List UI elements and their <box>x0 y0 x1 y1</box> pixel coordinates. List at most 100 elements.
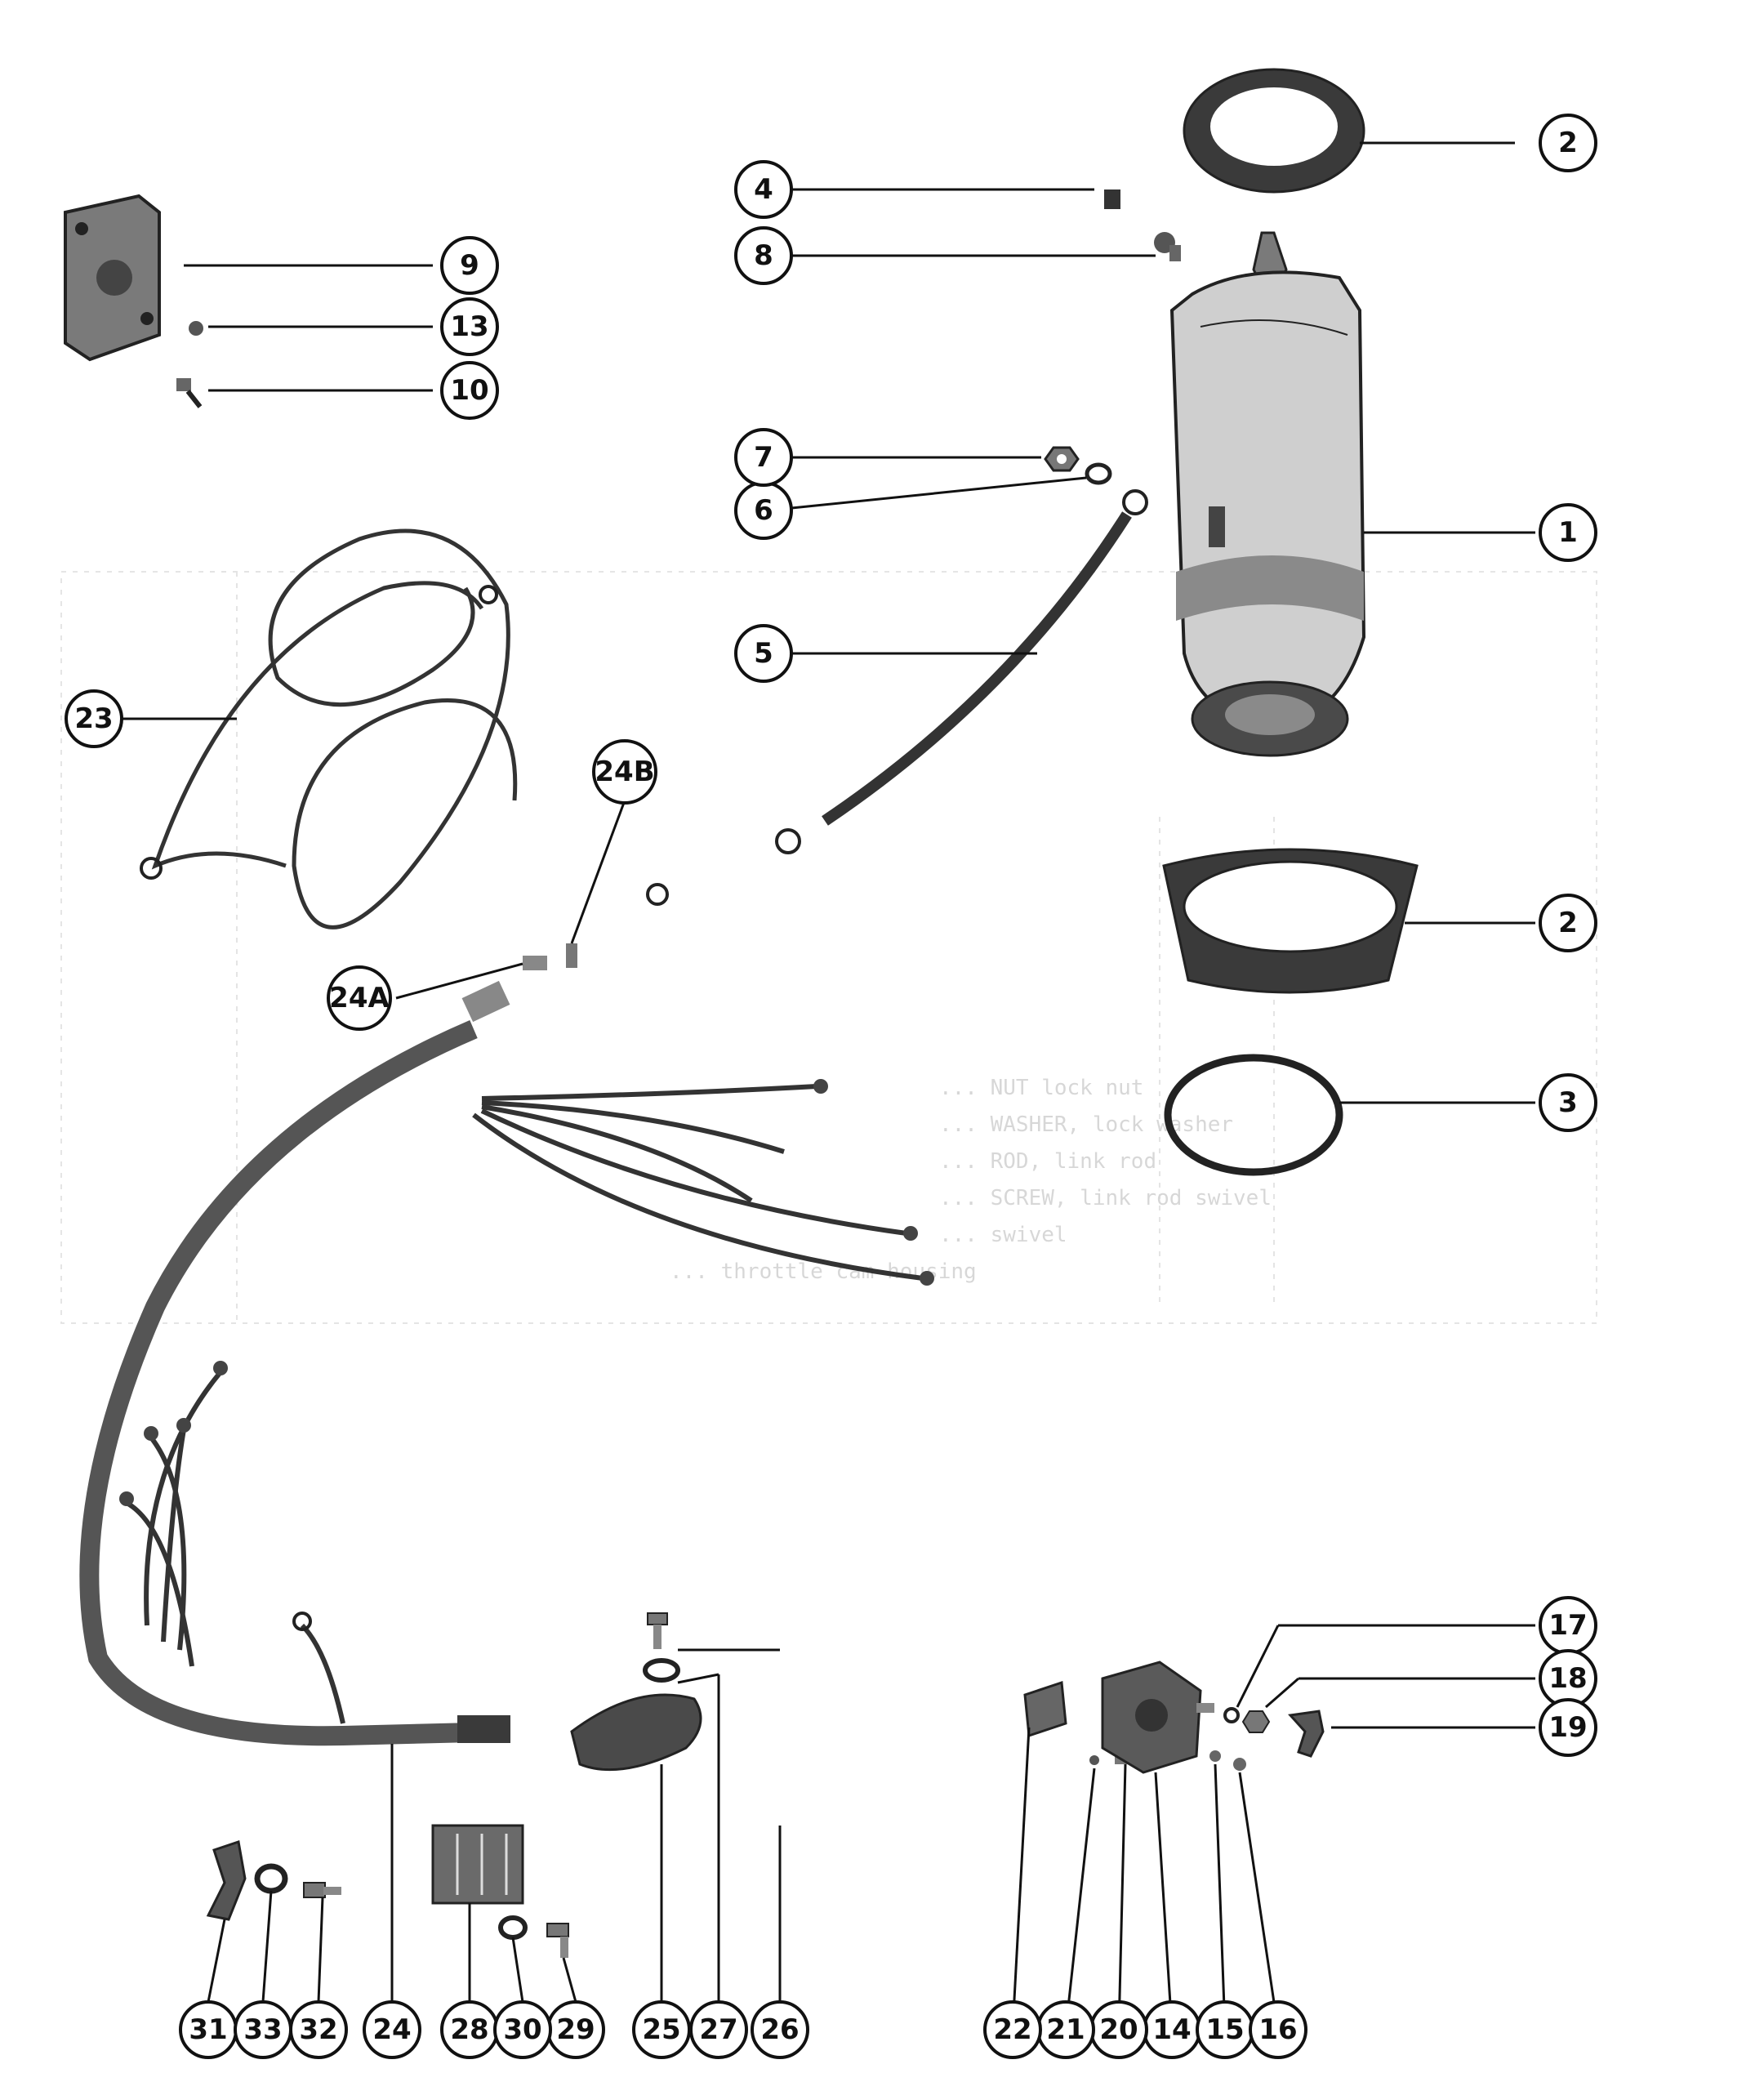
callout-33: 33 <box>234 2000 292 2059</box>
battery-cable <box>775 489 1148 854</box>
connector-body <box>461 980 510 1023</box>
callout-26: 26 <box>751 2000 809 2059</box>
callout-24: 24 <box>363 2000 421 2059</box>
bleed-text-3: ... ROD, link rod <box>939 1149 1156 1174</box>
svg-text:2: 2 <box>1558 127 1578 159</box>
callout-22: 22 <box>983 2000 1042 2059</box>
svg-text:6: 6 <box>754 494 773 527</box>
callout-6: 6 <box>734 481 793 540</box>
svg-text:10: 10 <box>450 374 488 407</box>
callout-4: 4 <box>734 160 793 219</box>
svg-text:17: 17 <box>1548 1609 1587 1642</box>
callout-21: 21 <box>1036 2000 1095 2059</box>
bleed-text-5: ... swivel <box>939 1223 1067 1247</box>
small-washer-21 <box>1089 1755 1099 1765</box>
svg-text:25: 25 <box>642 2013 680 2046</box>
terminal-screw <box>1154 232 1181 261</box>
callout-10: 10 <box>440 361 499 420</box>
callout-23: 23 <box>65 689 123 748</box>
svg-text:19: 19 <box>1548 1711 1587 1744</box>
harness-clamp <box>570 1693 702 1772</box>
callout-25: 25 <box>632 2000 691 2059</box>
svg-text:24A: 24A <box>329 982 390 1014</box>
callout-24b: 24B <box>592 739 657 805</box>
callout-27: 27 <box>689 2000 748 2059</box>
callout-8: 8 <box>734 226 793 285</box>
svg-text:1: 1 <box>1558 516 1578 549</box>
svg-text:4: 4 <box>754 173 773 206</box>
mounting-plate <box>1023 1680 1067 1738</box>
callout-28: 28 <box>440 2000 499 2059</box>
starter-motor <box>1169 231 1366 757</box>
svg-text:9: 9 <box>460 249 479 282</box>
bracket-washer <box>254 1863 288 1894</box>
svg-text:7: 7 <box>754 441 773 474</box>
rubber-ring-top <box>1183 68 1365 194</box>
callout-20: 20 <box>1089 2000 1148 2059</box>
callout-18: 18 <box>1539 1649 1597 1708</box>
svg-text:8: 8 <box>754 239 773 272</box>
svg-text:21: 21 <box>1046 2013 1085 2046</box>
callout-19: 19 <box>1539 1698 1597 1757</box>
lock-washer-17 <box>1223 1707 1240 1723</box>
hex-nut <box>1044 446 1080 472</box>
small-nut-16 <box>1233 1758 1246 1771</box>
svg-text:32: 32 <box>299 2013 337 2046</box>
small-nut <box>189 321 203 336</box>
mounting-screw <box>176 378 203 408</box>
callout-2-bottom: 2 <box>1539 894 1597 952</box>
block-washer <box>498 1915 528 1940</box>
callout-30: 30 <box>493 2000 552 2059</box>
callout-32: 32 <box>289 2000 348 2059</box>
bracket-screw <box>303 1882 341 1898</box>
callout-3: 3 <box>1539 1073 1597 1132</box>
brush-part <box>1104 189 1120 209</box>
svg-text:20: 20 <box>1099 2013 1138 2046</box>
callout-15: 15 <box>1196 2000 1254 2059</box>
callout-2-top: 2 <box>1539 114 1597 172</box>
svg-text:5: 5 <box>754 637 773 670</box>
rubber-ring-bottom <box>1162 848 1419 994</box>
callout-1: 1 <box>1539 503 1597 562</box>
coiled-wire <box>140 528 518 930</box>
clamp-screw <box>647 1612 668 1649</box>
svg-text:3: 3 <box>1558 1086 1578 1119</box>
svg-text:22: 22 <box>993 2013 1031 2046</box>
svg-text:13: 13 <box>450 310 488 343</box>
svg-text:31: 31 <box>189 2013 227 2046</box>
switch-lever <box>1288 1710 1325 1758</box>
svg-text:29: 29 <box>556 2013 595 2046</box>
svg-text:16: 16 <box>1258 2013 1297 2046</box>
bleed-through-table: ... NUT lock nut ... WASHER, lock washer… <box>60 571 1597 1324</box>
leader-lines <box>122 141 1535 2031</box>
bleed-text-2: ... WASHER, lock washer <box>939 1112 1233 1137</box>
bracket-clip <box>206 1840 247 1921</box>
callout-9: 9 <box>440 236 499 295</box>
svg-text:18: 18 <box>1548 1662 1587 1695</box>
svg-text:14: 14 <box>1152 2013 1191 2046</box>
callout-7: 7 <box>734 428 793 487</box>
ring-terminal-24b <box>646 883 669 906</box>
clamp-washer <box>643 1658 680 1683</box>
ignition-switch <box>1101 1661 1214 1774</box>
lock-washer <box>1085 462 1112 485</box>
terminal-block <box>431 1824 524 1905</box>
svg-text:30: 30 <box>503 2013 541 2046</box>
connector-sleeve-24b <box>566 943 577 968</box>
switch-assembly-top <box>64 194 161 362</box>
main-wire-harness <box>79 1019 934 1746</box>
callout-31: 31 <box>179 2000 238 2059</box>
callout-14: 14 <box>1143 2000 1201 2059</box>
callout-17: 17 <box>1539 1596 1597 1655</box>
hex-nut-18 <box>1241 1710 1271 1733</box>
bleed-text-4: ... SCREW, link rod swivel <box>939 1186 1272 1210</box>
small-nut-15 <box>1209 1750 1221 1762</box>
callout-16: 16 <box>1249 2000 1307 2059</box>
svg-text:2: 2 <box>1558 907 1578 939</box>
svg-text:15: 15 <box>1205 2013 1244 2046</box>
leader-lines-bottom-left <box>207 1890 577 2003</box>
block-screw <box>546 1923 569 1958</box>
callout-24a: 24A <box>327 965 392 1031</box>
svg-text:24: 24 <box>372 2013 411 2046</box>
